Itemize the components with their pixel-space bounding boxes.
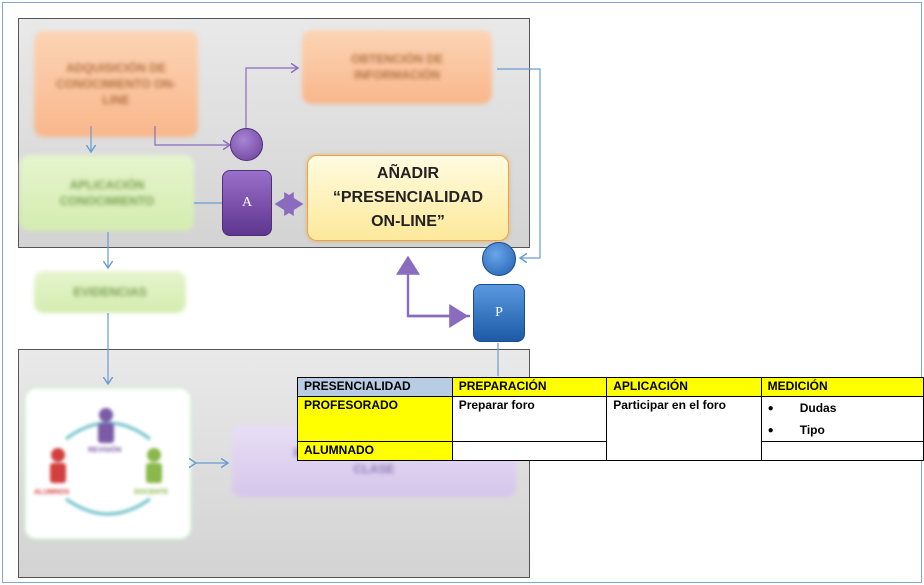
cycle-label-top: REVISIÓN bbox=[88, 447, 122, 454]
cycle-label-left: ALUMNOS bbox=[34, 489, 70, 496]
cell-preparar-foro: Preparar foro bbox=[451, 396, 608, 442]
person-a-head bbox=[230, 128, 263, 161]
row-label-profesorado: PROFESORADO bbox=[297, 396, 453, 442]
person-p-body: P bbox=[473, 284, 525, 342]
anadir-line2: “PRESENCIALIDAD bbox=[332, 189, 484, 206]
header-medicion: MEDICIÓN bbox=[760, 377, 924, 397]
person-p-head bbox=[482, 242, 516, 276]
table-row-profesorado: PROFESORADO Preparar foro Participar en … bbox=[297, 396, 924, 461]
table-header-row: PRESENCIALIDAD PREPARACIÓN APLICACIÓN ME… bbox=[297, 377, 924, 397]
box-aplicacion: APLICACIÓN CONOCIMIENTO bbox=[20, 155, 194, 231]
table-row-alumnado: ALUMNADO bbox=[297, 441, 924, 461]
medicion-item: ●Tipo bbox=[767, 423, 825, 437]
cycle-image: REVISIÓN ALUMNOS DOCENTE bbox=[24, 387, 192, 540]
cell-participar-foro: Participar en el foro bbox=[606, 396, 762, 461]
box-evidencias: EVIDENCIAS bbox=[34, 271, 186, 313]
cell-alumnado-medicion bbox=[760, 441, 924, 461]
anadir-line3: ON-LINE” bbox=[371, 213, 445, 230]
header-aplicacion: APLICACIÓN bbox=[606, 377, 762, 397]
row-label-alumnado: ALUMNADO bbox=[297, 441, 453, 461]
anadir-line1: AÑADIR bbox=[376, 165, 440, 182]
cycle-arrows bbox=[50, 408, 162, 516]
cycle-label-right: DOCENTE bbox=[134, 489, 169, 496]
presencialidad-table: PRESENCIALIDAD PREPARACIÓN APLICACIÓN ME… bbox=[297, 377, 924, 461]
header-preparacion: PREPARACIÓN bbox=[451, 377, 608, 397]
person-a-body: A bbox=[222, 170, 272, 236]
cell-medicion-list: ●Dudas ●Tipo bbox=[760, 396, 924, 442]
header-presencialidad: PRESENCIALIDAD bbox=[297, 377, 453, 397]
box-anadir-presencialidad: AÑADIR “PRESENCIALIDAD ON-LINE” bbox=[307, 155, 509, 241]
box-obtencion: OBTENCIÓN DE INFORMACIÓN bbox=[302, 30, 492, 104]
box-adquisicion: ADQUISICIÓN DE CONOCIMIENTO ON-LINE bbox=[34, 31, 198, 137]
medicion-item: ●Dudas bbox=[767, 401, 837, 415]
cell-alumnado-preparacion bbox=[451, 441, 608, 461]
